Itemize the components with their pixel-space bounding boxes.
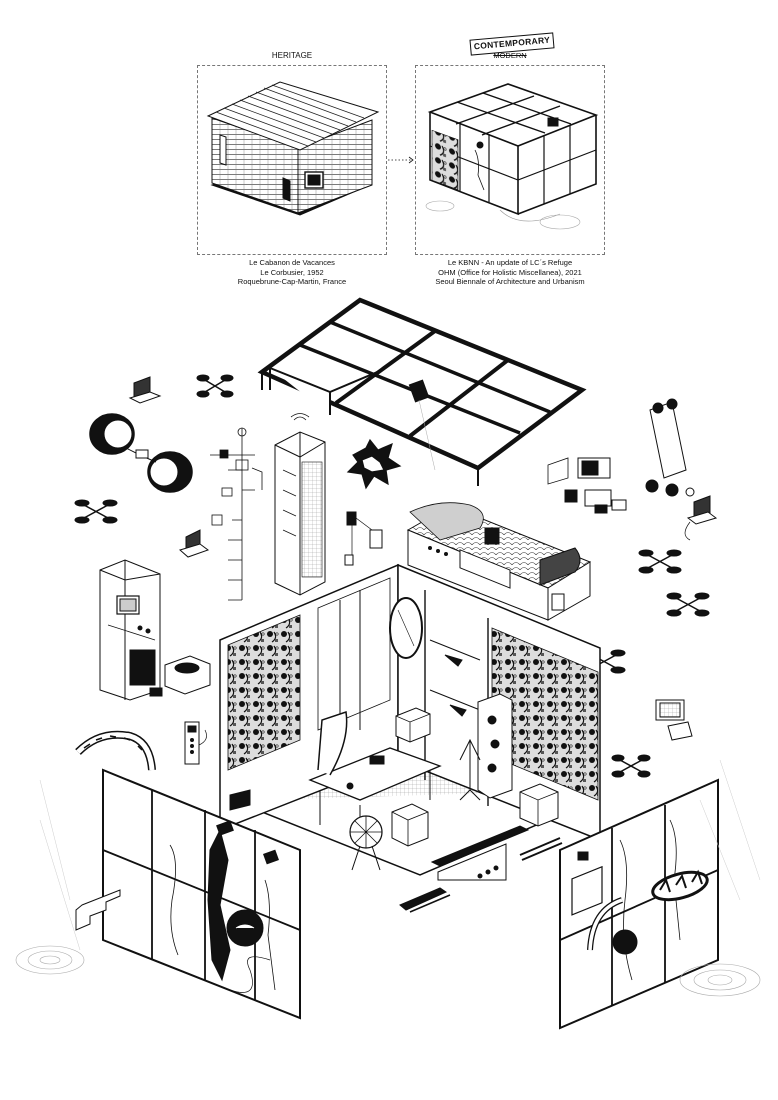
left-wall-panel — [15, 730, 301, 1020]
drone-icon-3 — [638, 549, 682, 574]
drone-icon-4 — [666, 592, 710, 617]
roof-grid — [257, 297, 587, 486]
contemporary-cabin-small — [425, 83, 599, 230]
heritage-caption: Le Cabanon de Vacances Le Corbusier, 195… — [197, 258, 387, 287]
wheels-left — [89, 413, 193, 493]
laptop-icon-3 — [684, 495, 718, 541]
right-wall-panel — [559, 759, 761, 1030]
heritage-caption-line2: Le Corbusier, 1952 — [260, 267, 324, 277]
comic-burst-icon — [346, 438, 402, 490]
heritage-label: HERITAGE — [271, 51, 313, 60]
main-room — [219, 563, 601, 913]
contemporary-caption-line2: OHM (Office for Holistic Miscellanea), 2… — [438, 267, 582, 277]
contemporary-caption-line1: Le KBNN - An update of LC´s Refuge — [447, 258, 573, 267]
contemporary-caption: Le KBNN - An update of LC´s Refuge OHM (… — [405, 258, 615, 287]
record-player — [149, 655, 211, 697]
drone-icon-2 — [74, 499, 118, 524]
drone-icon-6 — [611, 754, 651, 778]
server-rack — [274, 413, 326, 596]
heritage-cabin — [206, 81, 380, 216]
devices-right-of-rack — [344, 511, 383, 566]
arcade-machine — [99, 559, 161, 701]
kitchen-module — [406, 502, 592, 621]
drone-icon — [196, 374, 234, 398]
radio-and-consoles — [547, 457, 627, 514]
heritage-caption-line3: Roquebrune-Cap-Martin, France — [237, 277, 347, 286]
laptop-icon-2 — [178, 529, 210, 558]
modern-label: MODERN — [493, 51, 527, 60]
heritage-caption-line1: Le Cabanon de Vacances — [249, 258, 335, 267]
small-device — [229, 789, 251, 811]
cable — [229, 956, 271, 993]
laptop-icon — [128, 376, 162, 404]
skateboard — [645, 398, 695, 497]
contemporary-caption-line3: Seoul Biennale of Architecture and Urban… — [435, 277, 585, 286]
speaker-right — [655, 699, 693, 741]
intercom-panel — [184, 721, 207, 765]
network-diagram — [210, 427, 263, 601]
